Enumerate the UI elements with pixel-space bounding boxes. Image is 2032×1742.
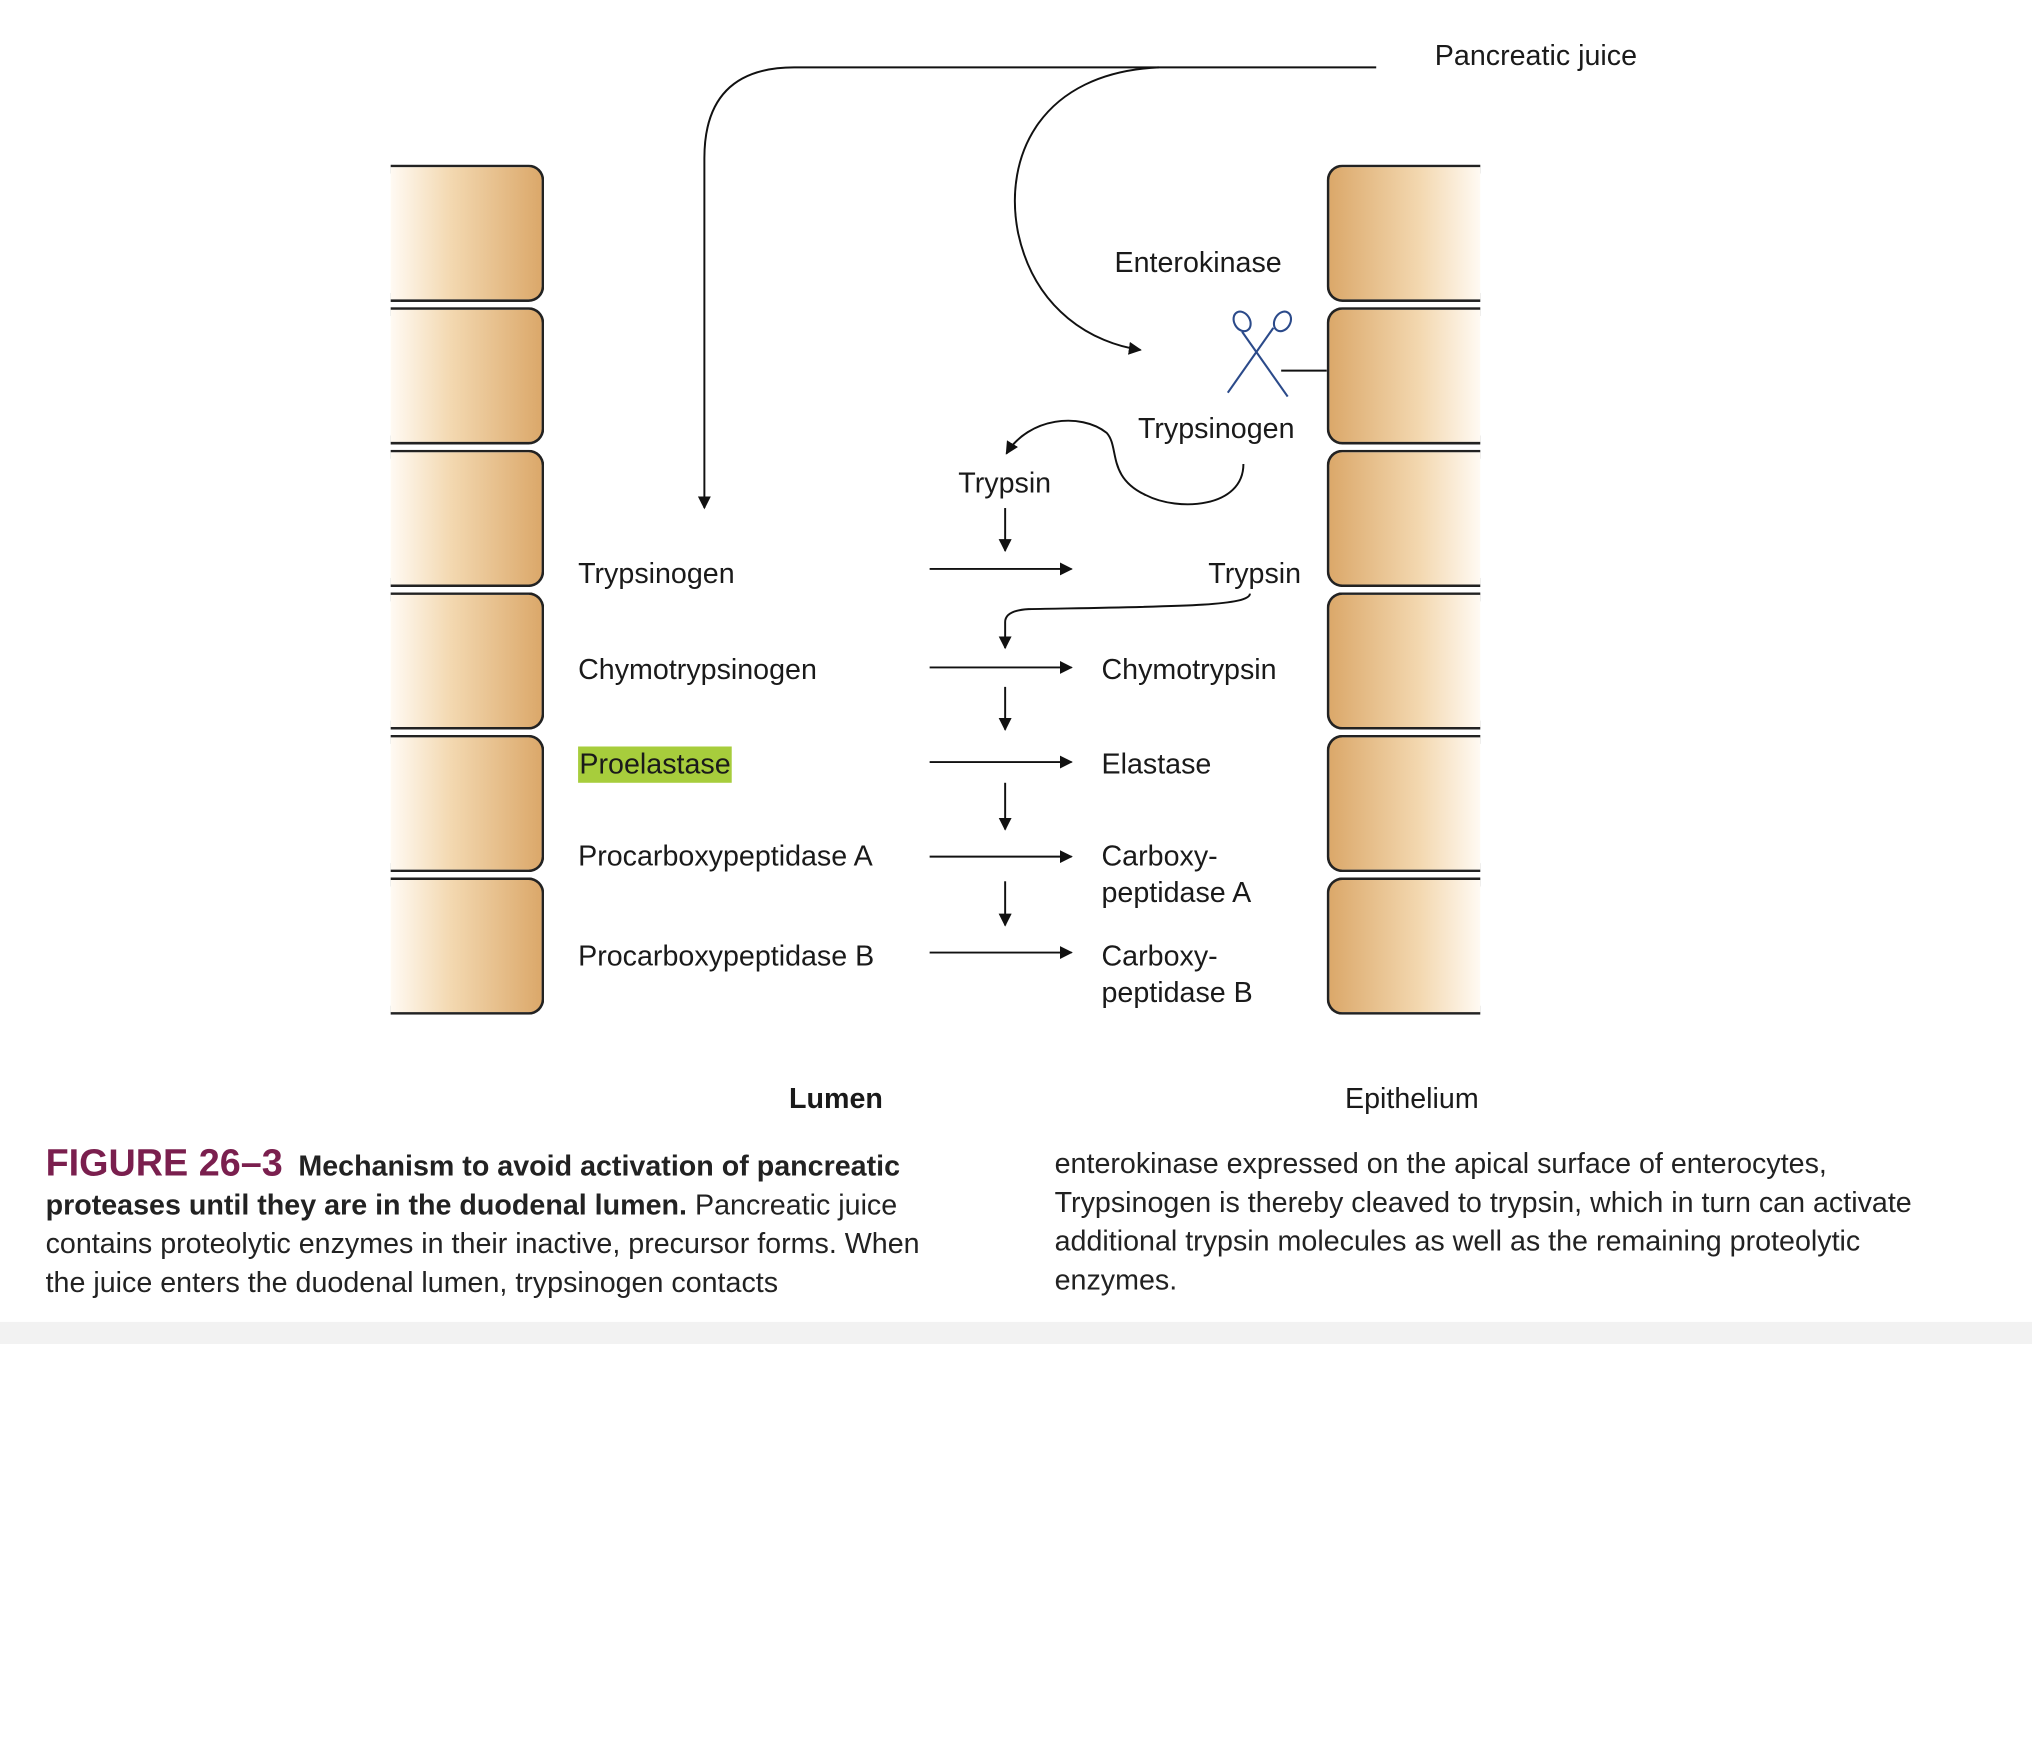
trypsin-mid-label: Trypsin bbox=[958, 466, 1052, 499]
epithelium-cell bbox=[1326, 307, 1481, 445]
precursor-procarboxypeptidase-a: Procarboxypeptidase A bbox=[578, 839, 873, 873]
epithelium-cell bbox=[1326, 164, 1481, 302]
product-chymotrypsin: Chymotrypsin bbox=[1101, 653, 1277, 686]
product-elastase: Elastase bbox=[1101, 747, 1212, 781]
pancreatic-juice-label: Pancreatic juice bbox=[1434, 38, 1638, 72]
trypsin-to-chymo-arrow bbox=[998, 593, 1251, 650]
product-carboxypeptidase-b-line2: peptidase B bbox=[1101, 975, 1253, 1009]
trypsinogen-epithelium-label: Trypsinogen bbox=[1137, 412, 1295, 445]
epithelium-cell bbox=[1326, 877, 1481, 1015]
enterokinase-label: Enterokinase bbox=[1114, 246, 1282, 279]
precursor-trypsinogen: Trypsinogen bbox=[578, 557, 735, 590]
lumen-cell bbox=[390, 449, 545, 588]
product-carboxypeptidase-b-line1: Carboxy- bbox=[1101, 939, 1218, 972]
trypsin-lumen-label: Trypsin bbox=[1208, 557, 1302, 590]
precursor-procarboxypeptidase-b: Procarboxypeptidase B bbox=[578, 939, 875, 972]
product-carboxypeptidase-a-line1: Carboxy- bbox=[1101, 839, 1218, 873]
lumen-cell bbox=[390, 592, 545, 730]
caption-body-part2: enterokinase expressed on the apical sur… bbox=[1054, 1146, 1912, 1296]
lumen-cell bbox=[390, 307, 545, 445]
pathway-arrows bbox=[697, 66, 1377, 960]
product-carboxypeptidase-a-line2: peptidase A bbox=[1101, 876, 1252, 909]
epithelium-cell bbox=[1326, 734, 1481, 873]
lumen-cell bbox=[390, 734, 545, 873]
lumen-label: Lumen bbox=[789, 1082, 883, 1115]
scissors-icon bbox=[1226, 310, 1293, 398]
caption-title: Mechanism to avoid activation of pancrea… bbox=[45, 1149, 901, 1221]
epithelium-label: Epithelium bbox=[1344, 1082, 1479, 1115]
lumen-cell bbox=[390, 164, 545, 302]
figure-number: FIGURE 26–3 bbox=[45, 1143, 283, 1185]
epithelium-cell bbox=[1326, 592, 1481, 730]
page-footer-band bbox=[0, 1321, 2032, 1344]
epithelium-cell bbox=[1326, 449, 1481, 588]
trypsinogen-curl-arrow bbox=[1005, 419, 1245, 506]
precursor-chymotrypsinogen: Chymotrypsinogen bbox=[578, 653, 817, 686]
caption-body-part1: Pancreatic juice contains proteolytic en… bbox=[45, 1188, 920, 1299]
pancreatic-juice-line bbox=[697, 66, 1377, 510]
caption-column-right: enterokinase expressed on the apical sur… bbox=[1055, 1144, 1986, 1300]
lumen-cell bbox=[390, 877, 545, 1015]
juice-to-enterokinase-arrow bbox=[1013, 66, 1159, 355]
precursor-proelastase: Proelastase bbox=[578, 746, 732, 783]
